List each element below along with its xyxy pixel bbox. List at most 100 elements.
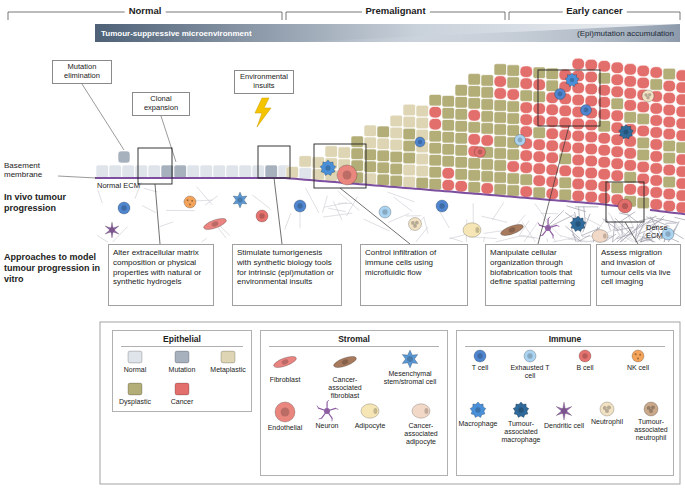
epithelial-cell [650,175,663,187]
cell-nucleus [407,356,413,362]
ecm-fiber [629,215,638,222]
cell-shape [436,200,448,212]
epithelial-cell [572,142,585,154]
epithelial-cell [637,197,650,209]
cell-nucleus [475,227,479,233]
approach-box: Assess migration and invasion of tumour … [596,244,681,306]
cell-granule [639,354,641,356]
epithelial-cell [572,94,585,106]
ecm-fiber [613,236,620,242]
swatch-shape [644,402,658,416]
legend-item: Cancer [162,380,202,406]
epithelial-cell [390,127,403,138]
ecm-fiber [387,192,414,202]
ecm-fiber [252,195,270,209]
epithelial-cell [481,75,494,87]
epithelial-cell [676,106,685,118]
epithelial-cell [650,67,663,79]
epithelial-cell [481,159,494,171]
epithelial-cell [390,115,403,127]
epithelial-cell [663,68,676,80]
cell-nucleus [259,213,264,218]
cell-lobe [644,93,647,96]
legend-item: B cell [565,348,605,372]
cell-nucleus [237,197,242,202]
epithelial-cell [663,188,676,200]
epithelial-cell [481,99,494,111]
epithelial-cell [598,192,611,204]
leader-line [274,178,282,244]
cell-shape [105,222,119,238]
epithelial-cell [390,163,403,175]
epithelial-cell [507,173,520,185]
epithelial-cell [468,122,481,134]
epithelial-cell [377,150,390,162]
legend-item: Cancer-associated fibroblast [317,348,373,400]
ecm-fiber [565,212,573,218]
ecm-fiber [196,187,212,205]
ecm-fiber [202,238,207,242]
legend-swatch [168,348,196,366]
epithelial-cell [442,131,455,143]
cell-granule [187,199,189,201]
epithelial-cell [351,136,364,148]
epithelial-cell [507,113,520,125]
epithelial-cell [611,146,624,158]
epithelial-cell [572,166,585,178]
epithelial-cell [429,118,442,130]
cell-shape [642,90,654,102]
bracket-tick [509,12,510,20]
legend-item: T cell [460,348,500,372]
cell-nucleus [518,138,523,143]
epithelial-cell [585,143,598,155]
ecm-fiber [621,235,633,242]
ecm-fiber [496,236,522,242]
cell-lobe [651,406,655,410]
cell-lobe [413,224,417,228]
leader-line [625,222,638,244]
epithelial-cell [377,138,390,150]
legend-item: Tumour-associated macrophage [500,400,542,444]
cell-shape [233,192,247,208]
epithelial-cell [533,127,546,139]
cell-nucleus [624,130,629,135]
legend-swatch [331,348,359,376]
epithelial-cell [624,88,637,100]
ecm-fiber [674,233,684,239]
epithelial-cell [520,78,533,90]
cell-nucleus [518,407,523,412]
annotation-label: Basement membrane [4,162,60,180]
ecm-fiber [323,213,352,217]
ecm-fiber [482,216,508,222]
epithelial-cell [520,114,533,126]
epithelial-cell [585,59,598,71]
epithelial-cell [403,164,416,176]
epithelial-cell [676,118,685,130]
neuron-branch [557,225,560,226]
epithelial-cell [585,191,598,203]
epithelial-cell [572,130,585,142]
epithelial-cell [611,158,624,170]
ecm-fiber [97,235,108,242]
epithelial-cell [546,128,559,140]
swatch-shape [272,354,297,370]
cell-nucleus [439,203,444,208]
epithelial-cell [663,140,676,152]
cell-lobe [648,93,651,96]
epithelial-cell [468,110,481,122]
epithelial-cell [468,182,481,194]
cell-lobe [415,221,419,225]
legend-swatch [464,400,492,420]
cell-shape [415,137,425,147]
epithelial-cell [286,167,299,179]
bracket-tick [680,12,681,20]
epithelial-cell [533,151,546,163]
epithelial-cell [663,176,676,188]
cell-nucleus [121,205,126,210]
cell-shape [619,125,634,140]
epithelial-cell [442,119,455,131]
neuron-branch [538,223,540,226]
stage-heading: Premalignant [361,5,429,16]
epithelial-cell [468,86,481,98]
ecm-fiber [572,234,582,242]
